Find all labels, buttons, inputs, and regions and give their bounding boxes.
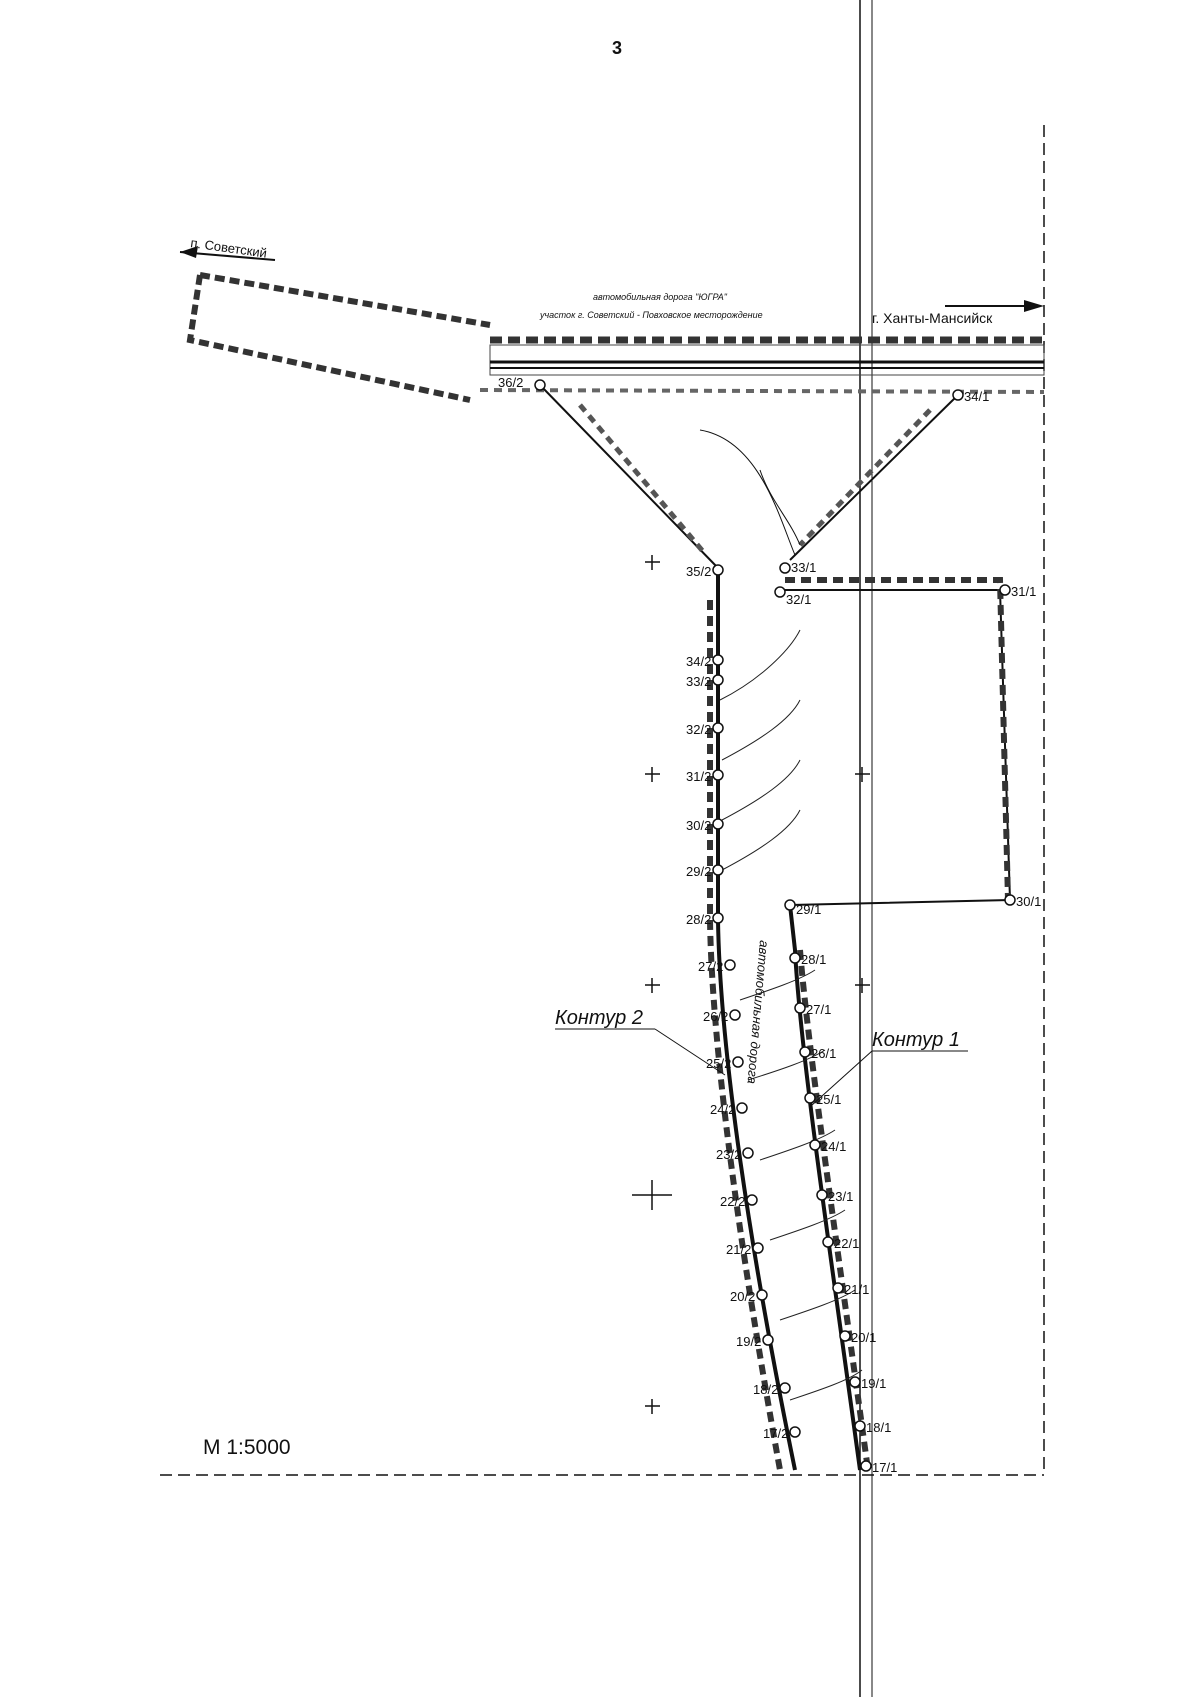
survey-point-marker: [746, 1194, 758, 1206]
survey-point-marker: [736, 1102, 748, 1114]
survey-point-marker: [789, 952, 801, 964]
survey-point-label: 26/1: [811, 1046, 836, 1061]
survey-point-marker: [712, 864, 724, 876]
sheet-frame: [160, 0, 1045, 1697]
scale-label: М 1:5000: [203, 1436, 291, 1459]
survey-point-marker: [952, 389, 964, 401]
contour-1-label: Контур 1: [872, 1029, 960, 1051]
survey-point-marker: [779, 562, 791, 574]
survey-point-label: 36/2: [498, 375, 523, 390]
survey-point-label: 31/2: [686, 769, 711, 784]
survey-point-marker: [742, 1147, 754, 1159]
survey-point-label: 28/1: [801, 952, 826, 967]
funnel-lines: [539, 384, 959, 569]
vertical-road-label: автомобильная дорога: [744, 940, 771, 1085]
survey-point-label: 22/1: [834, 1236, 859, 1251]
survey-point-label: 32/1: [786, 592, 811, 607]
survey-point-marker: [732, 1056, 744, 1068]
survey-point-marker: [784, 899, 796, 911]
survey-point-marker: [794, 1002, 806, 1014]
main-road: [479, 336, 1045, 394]
survey-point-label: 28/2: [686, 912, 711, 927]
survey-point-marker: [774, 586, 786, 598]
survey-point-label: 20/2: [730, 1289, 755, 1304]
survey-point-marker: [712, 818, 724, 830]
survey-point-label: 19/2: [736, 1334, 761, 1349]
survey-point-marker: [789, 1426, 801, 1438]
terrain-contours: [719, 629, 863, 1401]
survey-point-marker: [779, 1382, 791, 1394]
survey-point-label: 32/2: [686, 722, 711, 737]
survey-point-marker: [712, 564, 724, 576]
road-name-line1: автомобильная дорога "ЮГРА": [593, 292, 728, 302]
direction-arrow-right: [945, 300, 1044, 312]
survey-point-marker: [816, 1189, 828, 1201]
dashed-boundary-left: [186, 272, 491, 403]
survey-point-marker: [712, 654, 724, 666]
road-name-line2: участок г. Советский - Повховское местор…: [539, 310, 763, 320]
contour-2-label: Контур 2: [555, 1007, 643, 1029]
contour-1-block: [785, 577, 1012, 906]
survey-point-label: 24/1: [821, 1139, 846, 1154]
survey-point-marker: [809, 1139, 821, 1151]
survey-point-marker: [712, 769, 724, 781]
survey-point-marker: [752, 1242, 764, 1254]
direction-arrow-left: [179, 246, 276, 261]
survey-point-label: 17/2: [763, 1426, 788, 1441]
survey-point-marker: [712, 912, 724, 924]
grid-crosses: [632, 555, 870, 1414]
survey-point-marker: [724, 959, 736, 971]
survey-point-marker: [729, 1009, 741, 1021]
survey-point-label: 24/2: [710, 1102, 735, 1117]
contour-2-line: [707, 570, 797, 1471]
survey-point-label: 25/2: [706, 1056, 731, 1071]
survey-point-label: 26/2: [703, 1009, 728, 1024]
contour-1-callout: Контур 1: [811, 1029, 968, 1106]
survey-point-label: 18/2: [753, 1382, 778, 1397]
survey-point-label: 27/2: [698, 959, 723, 974]
survey-point-marker: [860, 1460, 872, 1472]
survey-point-label: 23/2: [716, 1147, 741, 1162]
survey-point-label: 25/1: [816, 1092, 841, 1107]
survey-point-label: 22/2: [720, 1194, 745, 1209]
survey-point-label: 30/1: [1016, 894, 1041, 909]
survey-point-label: 34/1: [964, 389, 989, 404]
survey-point-marker: [762, 1334, 774, 1346]
survey-point-marker: [822, 1236, 834, 1248]
survey-point-marker: [849, 1376, 861, 1388]
contour-2-callout: Контур 2: [555, 1007, 726, 1076]
survey-point-label: 17/1: [872, 1460, 897, 1475]
survey-point-marker: [756, 1289, 768, 1301]
survey-point-marker: [1004, 894, 1016, 906]
survey-point-label: 21/2: [726, 1242, 751, 1257]
survey-point-marker: [839, 1330, 851, 1342]
survey-point-label: 23/1: [828, 1189, 853, 1204]
survey-point-label: 19/1: [861, 1376, 886, 1391]
survey-point-label: 27/1: [806, 1002, 831, 1017]
survey-point-marker: [854, 1420, 866, 1432]
city-label-khanty-mansiysk: г. Ханты-Мансийск: [872, 310, 993, 326]
survey-point-label: 31/1: [1011, 584, 1036, 599]
survey-point-marker: [804, 1092, 816, 1104]
survey-point-marker: [534, 379, 546, 391]
survey-point-label: 35/2: [686, 564, 711, 579]
survey-point-marker: [712, 674, 724, 686]
page-number: 3: [612, 38, 623, 58]
survey-point-label: 29/1: [796, 902, 821, 917]
survey-point-label: 18/1: [866, 1420, 891, 1435]
survey-point-label: 33/2: [686, 674, 711, 689]
survey-point-marker: [999, 584, 1011, 596]
survey-point-marker: [832, 1282, 844, 1294]
survey-point-label: 21/1: [844, 1282, 869, 1297]
survey-points: 36/2 35/2 34/2 33/2 32/2 31/2 30/2 29/2 28/2 27/2…: [498, 375, 1041, 1475]
survey-point-marker: [712, 722, 724, 734]
survey-point-label: 30/2: [686, 818, 711, 833]
survey-point-label: 29/2: [686, 864, 711, 879]
survey-point-label: 33/1: [791, 560, 816, 575]
survey-point-label: 34/2: [686, 654, 711, 669]
survey-point-marker: [799, 1046, 811, 1058]
survey-point-label: 20/1: [851, 1330, 876, 1345]
